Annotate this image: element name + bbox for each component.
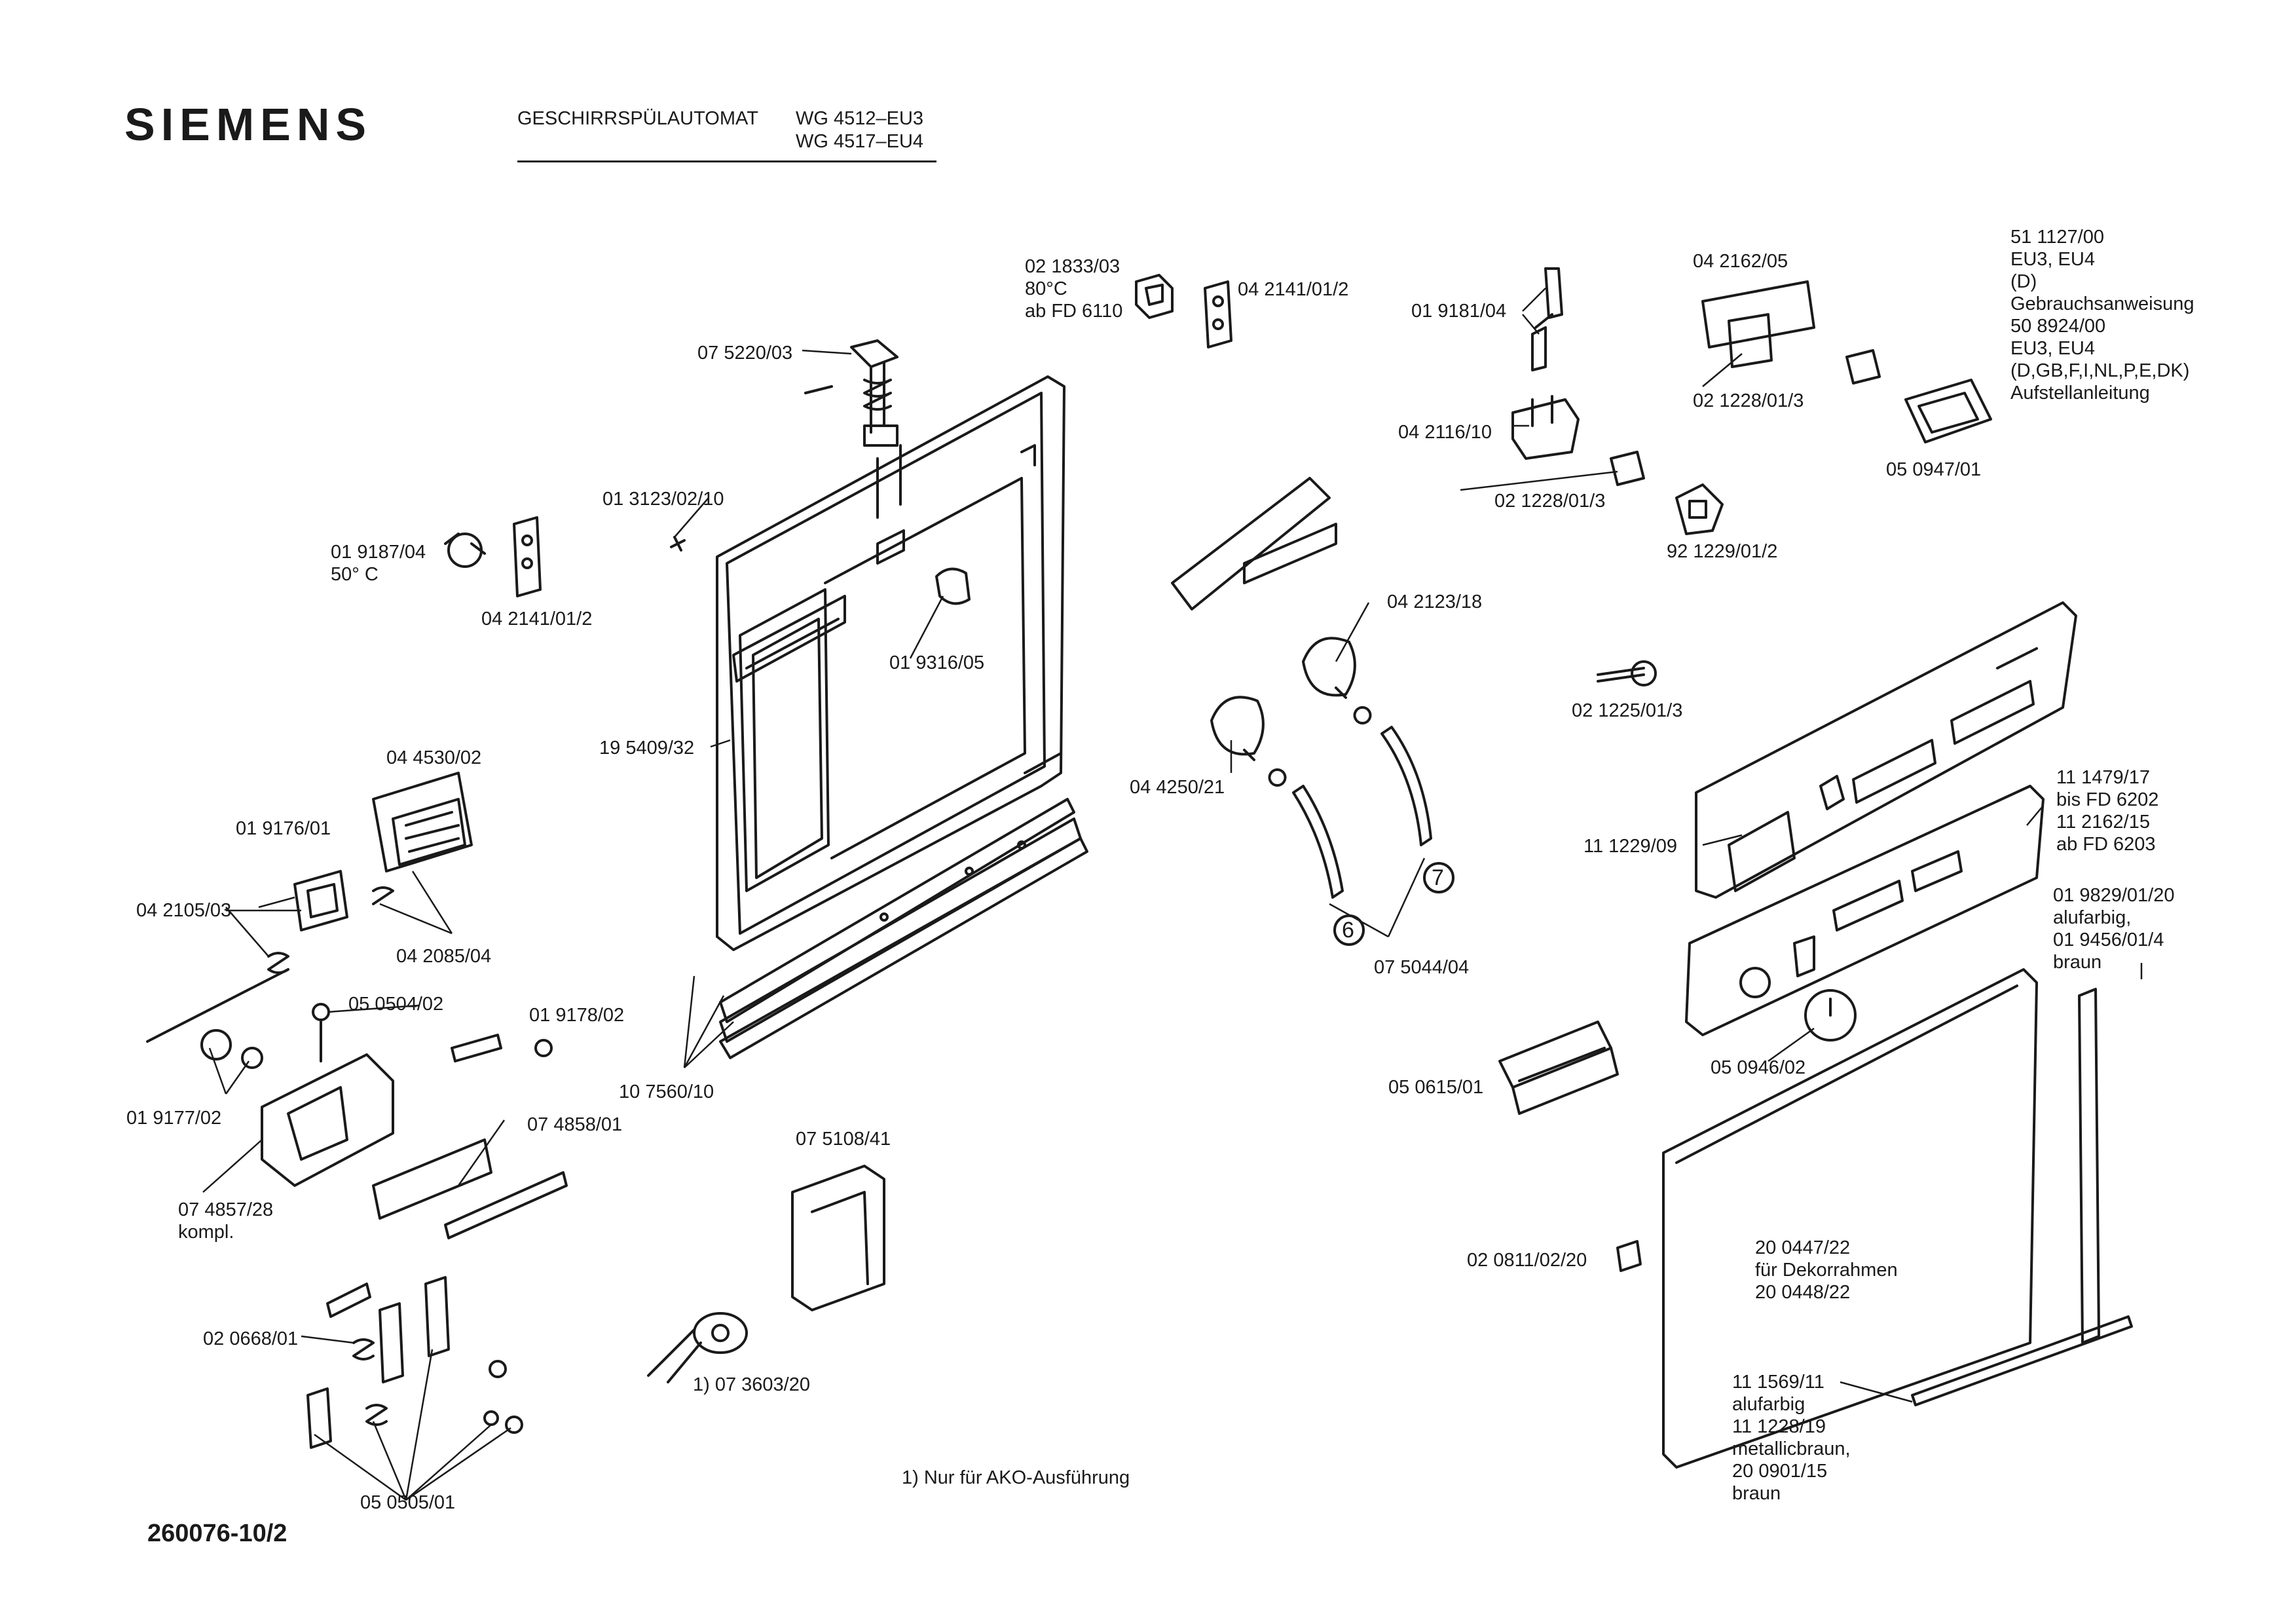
part-label: 02 1228/01/3 bbox=[1494, 491, 1606, 512]
selector-knob-top bbox=[1302, 637, 1372, 724]
motor-disc bbox=[647, 1312, 748, 1383]
hose-7 bbox=[1380, 726, 1432, 846]
part-label: 04 2141/01/2 bbox=[1238, 279, 1349, 300]
front-control-fascia bbox=[1685, 785, 2045, 1036]
model-eu4: WG 4517–EU4 bbox=[796, 131, 924, 152]
switch-module bbox=[1675, 483, 1724, 535]
push-rod bbox=[146, 968, 289, 1043]
part-label: 01 9316/05 bbox=[889, 652, 985, 673]
part-label: 19 5409/32 bbox=[599, 738, 695, 759]
dispenser-lid bbox=[293, 870, 348, 931]
part-label: 04 4530/02 bbox=[386, 747, 482, 768]
part-label: 05 0946/02 bbox=[1711, 1057, 1806, 1078]
callout-number-6: 6 bbox=[1342, 918, 1354, 943]
part-label: 02 0811/02/20 bbox=[1467, 1250, 1587, 1271]
dispenser-gasket bbox=[372, 1138, 492, 1220]
part-label: 01 9176/01 bbox=[236, 818, 331, 839]
part-label: 01 9181/04 bbox=[1411, 301, 1507, 322]
part-label: 92 1229/01/2 bbox=[1667, 541, 1778, 562]
leader-lines bbox=[202, 288, 2143, 1501]
footnote: 1) Nur für AKO-Ausführung bbox=[902, 1467, 1130, 1488]
thermostat-50c bbox=[444, 533, 486, 568]
bracket-left bbox=[513, 516, 542, 597]
switch-cap-b bbox=[1610, 451, 1645, 486]
part-label: 02 1225/01/3 bbox=[1572, 700, 1683, 721]
door-handle bbox=[1498, 1021, 1619, 1115]
bottom-trim-strip bbox=[1911, 1315, 2133, 1406]
small-screw bbox=[670, 536, 686, 552]
document-number: 260076-10/2 bbox=[147, 1520, 287, 1547]
part-label: 20 0447/22 für Dekorrahmen 20 0448/22 bbox=[1755, 1237, 1898, 1303]
model-eu3: WG 4512–EU3 bbox=[796, 108, 924, 129]
part-label: 04 2105/03 bbox=[136, 900, 232, 921]
part-label: 05 0615/01 bbox=[1388, 1077, 1484, 1098]
part-label: 04 2085/04 bbox=[396, 946, 492, 967]
bottom-rail bbox=[719, 798, 1088, 1059]
part-label: 01 9178/02 bbox=[529, 1005, 625, 1026]
lever-bracket bbox=[451, 1034, 553, 1062]
part-label: 02 1228/01/3 bbox=[1693, 390, 1804, 411]
panel-clip bbox=[1616, 1240, 1642, 1272]
panel-screw bbox=[1597, 660, 1657, 686]
part-label: 01 9177/02 bbox=[126, 1108, 222, 1129]
thermostat-switch bbox=[1135, 274, 1174, 319]
rinse-aid-unit bbox=[791, 1165, 885, 1311]
display-window bbox=[1904, 379, 1992, 443]
mount-strip bbox=[444, 1171, 568, 1239]
control-panel-housing bbox=[1695, 601, 2077, 899]
part-label: 04 2162/05 bbox=[1693, 251, 1788, 272]
part-label: 04 4250/21 bbox=[1130, 777, 1225, 798]
detergent-dispenser bbox=[261, 1053, 394, 1187]
product-title: GESCHIRRSPÜLAUTOMAT bbox=[517, 108, 758, 129]
part-label: 07 5220/03 bbox=[697, 343, 793, 364]
part-label: 11 1479/17 bis FD 6202 11 2162/15 ab FD … bbox=[2056, 767, 2159, 855]
brand-logo: SIEMENS bbox=[124, 99, 373, 150]
hinge-clips bbox=[306, 1276, 523, 1449]
part-label: 05 0947/01 bbox=[1886, 459, 1982, 480]
part-label: 04 2141/01/2 bbox=[481, 609, 593, 629]
part-label: 07 4858/01 bbox=[527, 1114, 623, 1135]
control-mount-bracket bbox=[1171, 477, 1337, 610]
part-label: 01 9829/01/20 alufarbig, 01 9456/01/4 br… bbox=[2053, 885, 2175, 973]
inner-door-panel bbox=[716, 375, 1065, 951]
part-label: 02 0668/01 bbox=[203, 1328, 299, 1349]
callout-number-7: 7 bbox=[1432, 865, 1444, 890]
documentation-references: 51 1127/00 EU3, EU4 (D) Gebrauchsanweisu… bbox=[2010, 227, 2194, 404]
micro-switch-bracket bbox=[1701, 280, 1815, 368]
part-label: 02 1833/03 80°C ab FD 6110 bbox=[1025, 256, 1123, 322]
dispenser-plunger bbox=[312, 1003, 330, 1062]
selector-knob-bottom bbox=[1210, 696, 1287, 787]
control-knob bbox=[1804, 989, 1857, 1042]
side-trim-strip bbox=[2078, 988, 2100, 1344]
part-label: 10 7560/10 bbox=[619, 1081, 714, 1102]
filter-cover bbox=[372, 772, 473, 873]
part-label: 1) 07 3603/20 bbox=[693, 1374, 810, 1395]
lid-spring bbox=[267, 886, 394, 974]
decor-frame-panel bbox=[1662, 968, 2038, 1469]
part-label: 05 0504/02 bbox=[348, 994, 444, 1015]
part-label: 05 0505/01 bbox=[360, 1492, 456, 1513]
part-label: 04 2123/18 bbox=[1387, 591, 1483, 612]
bracket-top bbox=[1204, 280, 1232, 348]
callout-circle-7 bbox=[1423, 862, 1454, 893]
part-label: 07 5108/41 bbox=[796, 1129, 891, 1150]
part-label: 07 4857/28 kompl. bbox=[178, 1199, 274, 1243]
part-label: 11 1569/11 alufarbig 11 1228/19 metallic… bbox=[1732, 1372, 1851, 1504]
part-label: 11 1229/09 bbox=[1583, 836, 1677, 857]
door-switch-sensor bbox=[1531, 267, 1563, 371]
seal-rings bbox=[200, 1029, 263, 1069]
part-label: 01 3123/02/10 bbox=[602, 489, 724, 510]
switch-bracket bbox=[1511, 395, 1580, 460]
door-button-cap bbox=[935, 567, 971, 605]
part-label: 04 2116/10 bbox=[1398, 422, 1492, 443]
part-label: 07 5044/04 bbox=[1374, 957, 1470, 978]
part-label: 01 9187/04 50° C bbox=[331, 542, 426, 585]
hinge-spring bbox=[804, 339, 898, 447]
switch-cap-a bbox=[1845, 349, 1881, 385]
header-rule bbox=[517, 160, 936, 162]
hose-6 bbox=[1292, 785, 1344, 899]
